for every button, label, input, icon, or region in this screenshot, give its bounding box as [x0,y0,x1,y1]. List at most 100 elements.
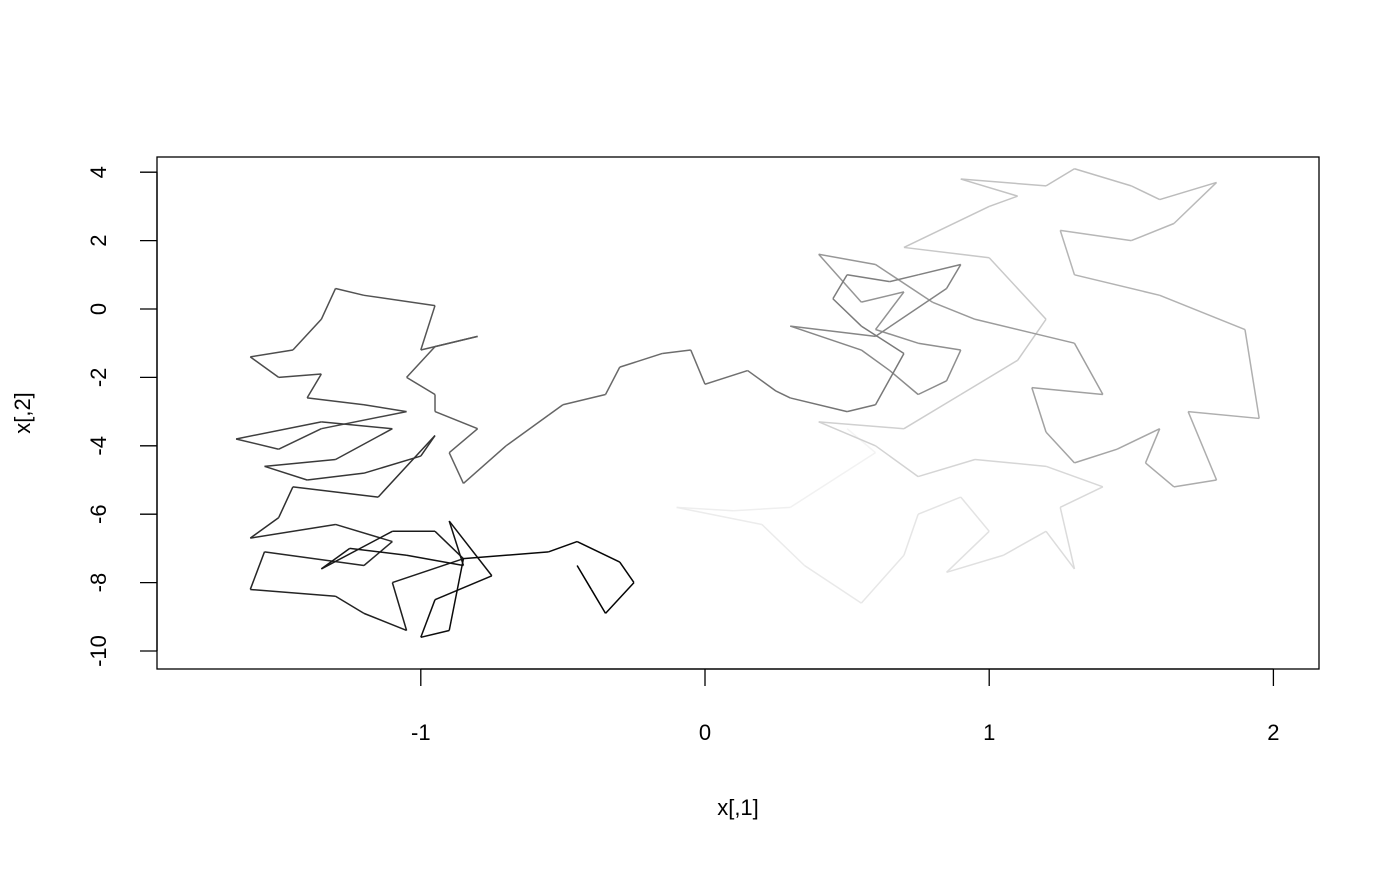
x-axis-label: x[,1] [717,795,759,820]
path-segment [1003,530,1047,556]
path-segment [960,359,1019,396]
path-segment [1045,168,1075,187]
path-segment [960,178,1047,187]
path-segment [250,588,336,598]
path-segment [448,520,465,566]
path-segment [448,520,493,577]
path-segment [861,291,905,303]
path-segment [917,263,961,276]
path-segment [320,530,393,570]
path-segment [320,288,337,320]
path-segment [363,294,436,307]
path-segment [874,291,905,330]
path-segment [747,369,777,392]
path-segment [832,452,876,481]
path-segment [235,421,322,440]
path-segment [818,421,904,430]
x-tick-label: 0 [699,720,711,745]
path-segment [945,349,962,382]
path-segment [448,428,479,454]
path-segment [974,458,1047,468]
path-segment [377,435,436,498]
path-segment [789,479,834,508]
path-segment [420,335,478,351]
path-segment [1145,462,1175,488]
path-segment [335,428,393,461]
path-segment [463,551,549,560]
path-segment [846,404,876,413]
path-segment [761,523,805,567]
path-segment [1045,465,1104,488]
path-segment [235,438,279,450]
path-segment [335,595,365,615]
path-segment [363,404,407,413]
path-segment [690,349,706,385]
path-segment [775,390,791,399]
path-segment [349,547,407,556]
path-segment [406,346,436,378]
path-segment [505,414,550,447]
path-segment [363,455,422,474]
path-segment [250,349,294,358]
path-segment [917,458,976,478]
path-segment [306,373,322,399]
path-segment [903,205,990,249]
path-segment [320,547,351,570]
path-segment [945,264,962,289]
path-segment [249,551,266,590]
path-segment [1187,411,1218,481]
path-segment [548,540,578,553]
path-segment [604,582,635,614]
y-tick-label: -4 [86,436,111,456]
path-segment [790,397,848,413]
path-segment [832,298,862,327]
path-segment [292,318,322,351]
path-segment [704,369,748,385]
path-segment [462,445,507,484]
path-segment [1130,185,1161,201]
path-segment [946,554,1004,574]
path-segment [434,575,493,601]
path-segment [448,558,465,631]
path-segment [960,496,990,532]
path-segment [846,428,877,454]
path-segment [818,253,876,266]
path-segment [875,445,919,478]
y-tick-label: -8 [86,573,111,593]
path-segment [264,465,308,481]
path-segment [250,523,336,539]
path-segment [1074,168,1132,187]
path-segment [363,540,393,567]
path-segment [264,458,336,468]
path-segment [1059,230,1076,276]
path-segment [321,410,407,430]
path-segment [733,506,791,512]
path-segment [307,472,365,481]
path-segment [420,629,450,639]
path-segment [548,404,564,416]
path-segment [1173,479,1217,488]
path-segment [448,452,465,484]
path-segment [619,352,663,368]
path-segment [278,373,322,379]
path-segment [860,554,905,604]
path-segment [249,517,280,539]
path-segment [918,342,961,351]
path-segment [1031,387,1047,433]
path-segment [903,513,919,556]
path-segment [278,486,294,518]
path-segment [1244,329,1260,419]
path-segment [946,530,990,573]
path-segment [1131,222,1175,242]
path-segment [292,486,379,498]
x-tick-label: 1 [983,720,995,745]
path-segment [392,557,464,584]
y-axis-label: x[,2] [10,392,35,434]
path-segment [1074,274,1160,297]
path-segment [1059,507,1076,570]
path-segment [434,530,464,560]
path-segment [988,195,1018,208]
path-segment [903,246,990,259]
path-segment [1017,318,1047,361]
